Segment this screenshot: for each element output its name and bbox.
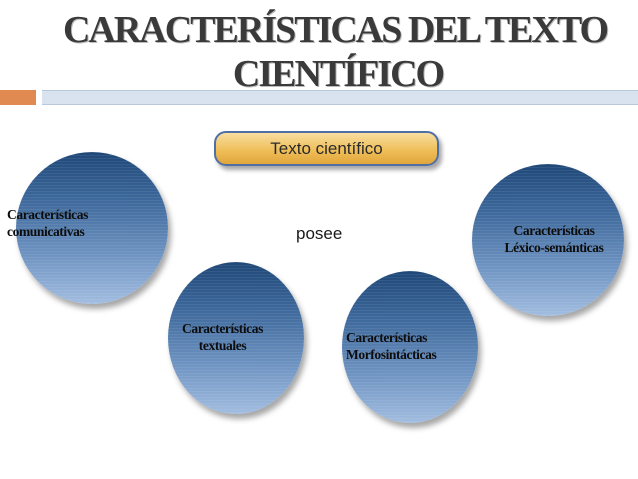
node-label-line: Características xyxy=(182,321,263,336)
node-label-line: Características xyxy=(7,207,88,222)
node-label-lexico-semanticas: Características Léxico-semánticas xyxy=(479,222,629,256)
title-line-1: CARACTERÍSTICAS DEL TEXTO xyxy=(62,9,609,51)
title-line-2: CIENTÍFICO xyxy=(232,53,445,95)
node-circle-lexico-semanticas xyxy=(472,164,624,316)
node-label-comunicativas: Características comunicativas xyxy=(7,206,88,240)
node-label-line: Características xyxy=(513,223,595,238)
node-circle-comunicativas xyxy=(16,152,168,304)
node-label-line: Morfosintácticas xyxy=(346,347,437,362)
node-circle-textuales xyxy=(168,262,304,414)
center-node-texto-cientifico: Texto científico xyxy=(214,131,439,166)
node-label-textuales: Características textuales xyxy=(155,320,290,354)
accent-bar xyxy=(0,90,36,105)
node-label-line: Léxico-semánticas xyxy=(504,240,604,255)
slide-title: CARACTERÍSTICAS DEL TEXTO CIENTÍFICO xyxy=(40,8,630,96)
node-circle-morfosintacticas xyxy=(342,271,478,423)
node-label-line: textuales xyxy=(198,338,247,353)
divider-bar xyxy=(42,90,638,105)
node-label-line: Características xyxy=(346,330,427,345)
node-label-morfosintacticas: Características Morfosintácticas xyxy=(346,329,437,363)
connector-label: posee xyxy=(296,224,343,243)
node-label-line: comunicativas xyxy=(7,224,85,239)
